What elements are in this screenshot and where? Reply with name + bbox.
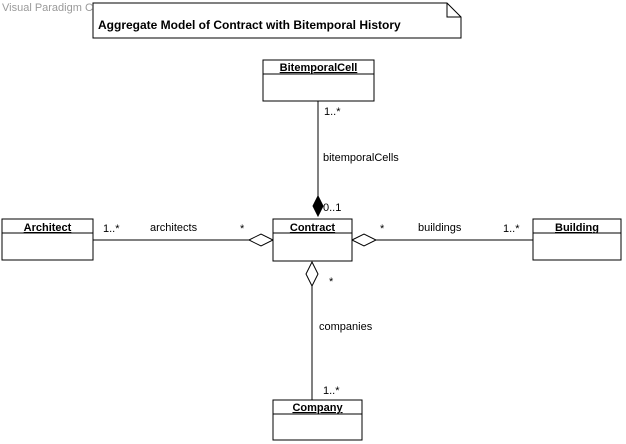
role-label-companies: companies <box>319 321 373 333</box>
class-name-contract: Contract <box>290 222 336 234</box>
composition-diamond-icon <box>312 194 324 218</box>
diagram-title-note[interactable]: Aggregate Model of Contract with Bitempo… <box>92 2 462 39</box>
class-architect[interactable]: Architect <box>1 218 94 261</box>
class-name-architect: Architect <box>24 222 72 234</box>
class-name-bitemporalcell: BitemporalCell <box>280 62 358 74</box>
multiplicity-building-end: 1..* <box>503 223 520 235</box>
class-building[interactable]: Building <box>532 218 622 261</box>
class-name-company: Company <box>292 402 343 414</box>
role-label-buildings: buildings <box>418 222 462 234</box>
multiplicity-contract-end-companies: * <box>329 276 334 288</box>
aggregation-diamond-companies-icon <box>305 260 319 288</box>
class-bitemporalcell[interactable]: BitemporalCell <box>262 59 375 102</box>
class-name-building: Building <box>555 222 599 234</box>
multiplicity-bitemporalcell-end: 1..* <box>324 106 341 118</box>
multiplicity-contract-end-cells: 0..1 <box>323 202 341 214</box>
multiplicity-company-end: 1..* <box>323 385 340 397</box>
diagram-title: Aggregate Model of Contract with Bitempo… <box>98 18 401 32</box>
role-label-architects: architects <box>150 222 198 234</box>
class-contract[interactable]: Contract <box>272 218 353 262</box>
role-label-bitemporalcells: bitemporalCells <box>323 152 399 164</box>
multiplicity-contract-end-buildings: * <box>380 223 385 235</box>
class-company[interactable]: Company <box>272 399 363 441</box>
multiplicity-contract-end-architects: * <box>240 223 245 235</box>
multiplicity-architect-end: 1..* <box>103 223 120 235</box>
aggregation-diamond-buildings-icon <box>350 233 378 247</box>
aggregation-diamond-architects-icon <box>247 233 275 247</box>
